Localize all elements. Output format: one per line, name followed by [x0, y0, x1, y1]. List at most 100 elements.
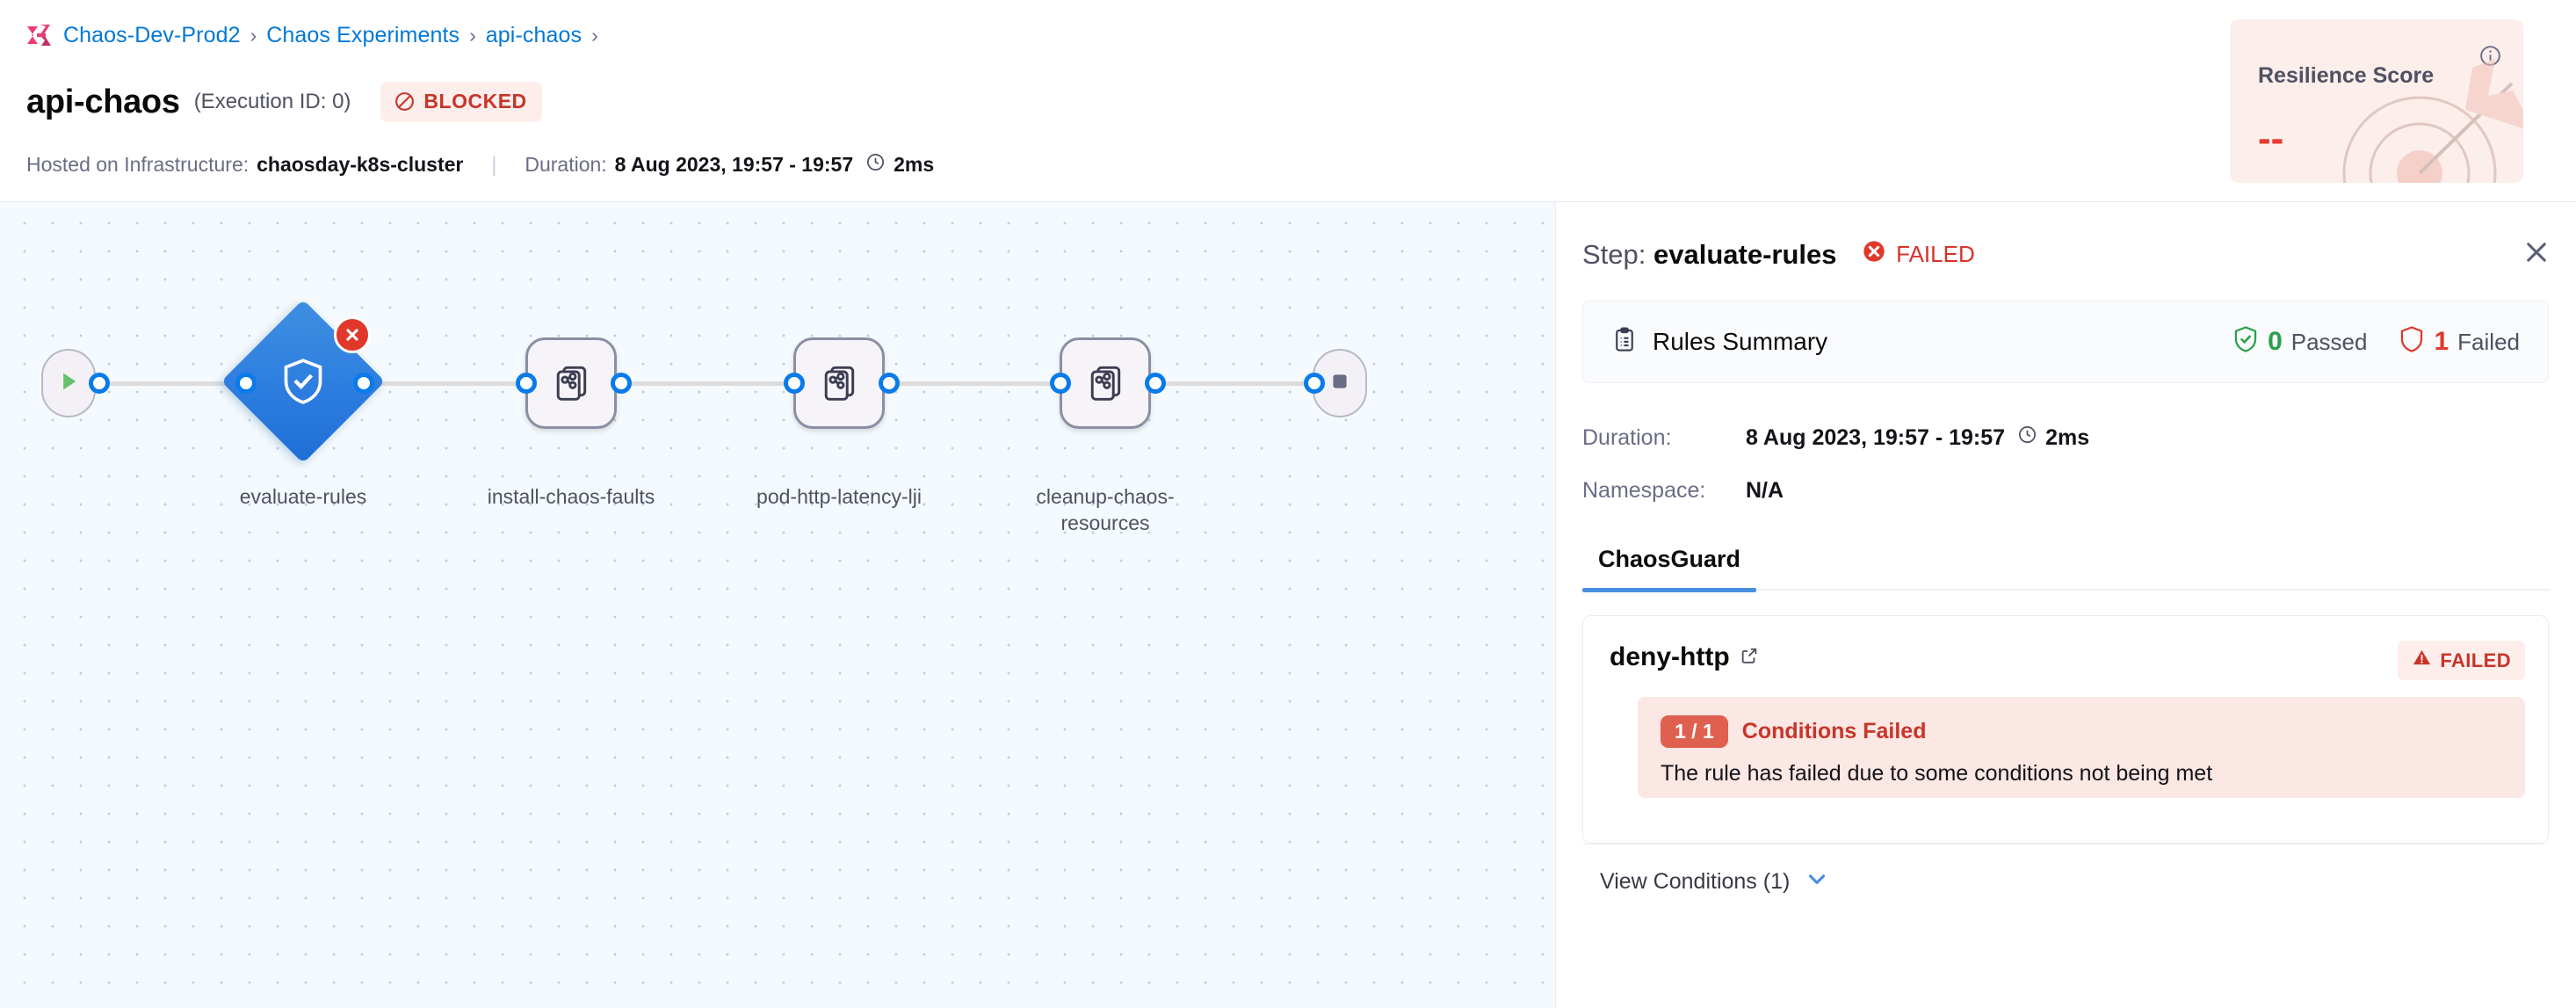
error-x-circle-icon [1862, 239, 1886, 270]
pipeline-node-install-chaos-faults[interactable] [525, 337, 617, 429]
play-icon [56, 369, 81, 398]
clock-icon [2017, 424, 2037, 451]
rules-summary-card: Rules Summary 0 Passed [1582, 301, 2549, 383]
panel-header: Step: evaluate-rules FAILED [1556, 202, 2576, 301]
rules-failed-stat: 1 Failed [2399, 325, 2520, 359]
pipeline-node-cleanup-chaos-resources[interactable] [1060, 337, 1151, 429]
rule-card-header: deny-http [1583, 616, 2548, 697]
pipeline-edge [620, 381, 836, 386]
blocked-circle-slash-icon [394, 91, 416, 112]
node-port[interactable] [353, 373, 374, 394]
warning-triangle-icon [2412, 648, 2432, 673]
panel-title-prefix: Step: [1582, 239, 1646, 270]
rule-card-deny-http: deny-http [1582, 615, 2549, 844]
resilience-score-card: Resilience Score -- [2230, 19, 2523, 183]
status-badge: FAILED [1862, 239, 1975, 270]
pipeline-node-evaluate-rules[interactable] [221, 299, 386, 464]
rules-failed-label: Failed [2457, 328, 2520, 355]
breadcrumb: Chaos-Dev-Prod2 › Chaos Experiments › ap… [26, 20, 608, 50]
node-shape [1060, 337, 1151, 429]
chaos-fault-icon [550, 360, 592, 407]
detail-label: Duration: [1582, 424, 1672, 450]
pipeline-canvas[interactable]: evaluate-rules install-chaos-faults [0, 201, 1555, 1008]
close-icon[interactable] [2522, 237, 2551, 272]
duration-label: Duration: [525, 152, 607, 176]
rule-name-group[interactable]: deny-http [1610, 642, 1759, 672]
pipeline-edge [98, 381, 300, 386]
node-port[interactable] [879, 373, 900, 394]
duration-value: 8 Aug 2023, 19:57 - 19:57 [614, 152, 854, 176]
conditions-count-pill: 1 / 1 [1661, 715, 1728, 748]
detail-value-text: N/A [1746, 477, 1784, 503]
panel-status-label: FAILED [1896, 241, 1975, 267]
harness-logo-icon [26, 24, 53, 47]
chaos-fault-icon [818, 360, 860, 407]
node-port[interactable] [784, 373, 805, 394]
breadcrumb-separator: › [250, 23, 257, 47]
pipeline-node-label: evaluate-rules [239, 485, 367, 508]
rule-name-label: deny-http [1610, 642, 1730, 671]
breadcrumb-item-0[interactable]: Chaos-Dev-Prod2 [63, 22, 241, 47]
node-port[interactable] [611, 373, 632, 394]
detail-value-text: 8 Aug 2023, 19:57 - 19:57 [1746, 424, 2006, 450]
rules-passed-label: Passed [2290, 328, 2368, 355]
rules-summary-label: Rules Summary [1653, 328, 1828, 355]
node-port[interactable] [235, 373, 257, 394]
detail-row-duration: Duration: 8 Aug 2023, 19:57 - 19:57 2ms [1582, 411, 2549, 464]
rules-passed-stat: 0 Passed [2232, 325, 2367, 359]
breadcrumb-separator: › [591, 23, 598, 47]
step-detail-rows: Duration: 8 Aug 2023, 19:57 - 19:57 2ms … [1582, 411, 2549, 517]
execution-id-label: (Execution ID: 0) [193, 90, 351, 113]
status-badge-label: BLOCKED [423, 90, 527, 112]
step-detail-panel: Step: evaluate-rules FAILED [1555, 201, 2576, 1008]
node-port[interactable] [1304, 373, 1325, 394]
conditions-failed-box: 1 / 1 Conditions Failed The rule has fai… [1638, 697, 2525, 798]
pipeline-node-label: cleanup-chaos-resources [1036, 485, 1175, 535]
pipeline-node-pod-http-latency-lji[interactable] [793, 337, 885, 429]
chevron-down-icon[interactable] [1804, 866, 1830, 898]
chaos-fault-icon [1084, 360, 1126, 407]
stop-square-icon [1328, 370, 1351, 397]
shield-red-icon [2399, 325, 2425, 359]
clipboard-list-icon [1611, 326, 1638, 359]
pipeline-node-label: install-chaos-faults [487, 485, 655, 508]
breadcrumb-item-2[interactable]: api-chaos [485, 22, 582, 47]
tab-chaosguard[interactable]: ChaosGuard [1582, 527, 1757, 592]
pipeline-node-start[interactable] [41, 349, 96, 417]
clock-icon [865, 152, 886, 178]
tab-label: ChaosGuard [1598, 545, 1741, 572]
node-shape [793, 337, 885, 429]
view-conditions-toggle[interactable]: View Conditions (1) [1582, 844, 2549, 919]
conditions-failed-header: 1 / 1 Conditions Failed [1661, 715, 2502, 748]
external-link-icon[interactable] [1740, 642, 1759, 672]
node-port[interactable] [1050, 373, 1071, 394]
node-port[interactable] [89, 373, 110, 394]
duration-elapsed: 2ms [894, 152, 935, 176]
node-port[interactable] [516, 373, 537, 394]
shield-check-icon [280, 356, 326, 407]
detail-row-namespace: Namespace: N/A [1582, 464, 2549, 517]
status-badge: BLOCKED [380, 82, 542, 122]
panel-tabs: ChaosGuard [1582, 527, 2551, 592]
meta-row: Hosted on Infrastructure: chaosday-k8s-c… [26, 149, 934, 179]
rules-summary-label-group: Rules Summary [1611, 326, 1827, 359]
view-conditions-label: View Conditions (1) [1600, 869, 1791, 894]
shield-check-green-icon [2232, 325, 2259, 359]
rule-status-badge: FAILED [2398, 641, 2525, 680]
panel-title: Step: evaluate-rules FAILED [1582, 239, 1975, 271]
title-row: api-chaos (Execution ID: 0) BLOCKED [26, 77, 542, 127]
rules-summary-stats: 0 Passed 1 Failed [2232, 325, 2520, 359]
target-dart-icon [2341, 41, 2523, 183]
evaluate-rules-node-shape [221, 299, 386, 464]
breadcrumb-separator: › [469, 23, 476, 47]
page-title: api-chaos [26, 83, 180, 120]
detail-value: 8 Aug 2023, 19:57 - 19:57 2ms [1746, 424, 2089, 451]
node-port[interactable] [1145, 373, 1166, 394]
rules-failed-count: 1 [2434, 327, 2449, 356]
meta-divider: | [491, 152, 497, 176]
error-x-icon [334, 316, 371, 353]
breadcrumb-item-1[interactable]: Chaos Experiments [266, 22, 460, 47]
rule-status-label: FAILED [2440, 649, 2511, 671]
infrastructure-label: Hosted on Infrastructure: [26, 152, 250, 176]
